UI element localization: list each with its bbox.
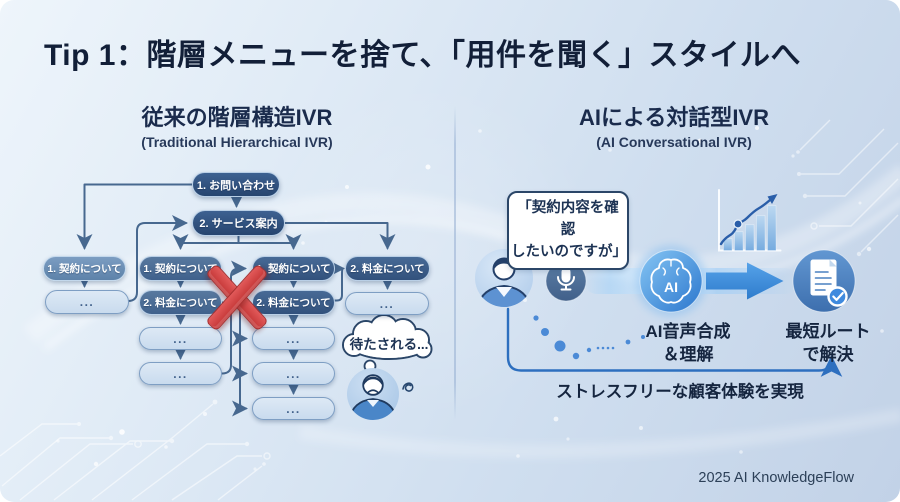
ai-badge: AI	[664, 279, 678, 295]
flow-node-more-3c: ...	[252, 397, 335, 420]
frustration-scribble-icon	[402, 382, 414, 392]
flow-node-inquiry: 1. お問い合わせ	[192, 172, 280, 197]
flow-node-fee-4: 2. 料金について	[345, 256, 430, 281]
doc-caption-line-2: で解決	[802, 344, 854, 364]
footer-credit: 2025 AI KnowledgeFlow	[698, 470, 854, 486]
microphone-icon	[545, 260, 587, 302]
frustrated-user-icon	[347, 368, 414, 420]
circuit-pattern-top-right	[796, 119, 899, 257]
left-panel-heading: 従来の階層構造IVR	[141, 105, 333, 130]
flow-node-more-3a: ...	[252, 327, 335, 350]
speech-line-2: したいのですが」	[511, 243, 627, 260]
growth-chart-icon	[718, 189, 782, 252]
ai-caption-line-1: AI音声合成	[645, 322, 731, 341]
circuit-pattern-bottom-left	[0, 399, 271, 501]
speech-line-1: 「契約内容を確認	[517, 200, 619, 238]
ai-caption-line-2: ＆理解	[662, 344, 714, 364]
thought-bubble-icon	[342, 314, 433, 379]
flow-node-more-2b: ...	[139, 362, 222, 385]
right-panel-header: AIによる対話型IVR (AI Conversational IVR)	[524, 100, 824, 150]
cross-x-icon	[199, 260, 275, 334]
left-panel-header: 従来の階層構造IVR (Traditional Hierarchical IVR…	[87, 100, 387, 150]
flow-node-more-2a: ...	[139, 327, 222, 350]
flow-node-contract-1: 1. 契約について	[43, 256, 126, 281]
panel-divider	[454, 106, 456, 420]
left-panel-subheading: (Traditional Hierarchical IVR)	[141, 134, 333, 150]
flow-caption: ストレスフリーな顧客体験を実現	[556, 383, 804, 401]
arrow-right-icon	[706, 262, 784, 300]
flow-node-fee-2: 2. 料金について	[139, 290, 222, 315]
thought-text: 待たされる...	[349, 337, 429, 352]
flow-node-more-1: ...	[45, 290, 129, 314]
ai-brain-icon: AI	[635, 245, 707, 317]
doc-caption: 最短ルート で解決	[758, 321, 898, 367]
ai-caption: AI音声合成 ＆理解	[618, 321, 758, 367]
dots-cluster	[533, 315, 645, 360]
glow-center	[260, 80, 600, 420]
flow-node-more-3b: ...	[252, 362, 335, 385]
speech-bubble: 「契約内容を確認 したいのですが」	[507, 191, 629, 271]
flow-node-contract-3: 1. 契約について	[252, 256, 335, 281]
doc-caption-line-1: 最短ルート	[785, 322, 871, 341]
flow-node-fee-3: 2. 料金について	[252, 290, 335, 315]
right-panel-heading: AIによる対話型IVR	[578, 105, 769, 130]
flow-node-service: 2. サービス案内	[192, 210, 285, 236]
document-check-icon	[792, 249, 856, 313]
flowchart-connectors	[76, 183, 396, 417]
right-panel-subheading: (AI Conversational IVR)	[596, 134, 752, 150]
flow-node-more-4: ...	[345, 292, 429, 315]
flow-arrow	[506, 307, 843, 377]
page-title: Tip 1：階層メニューを捨て、「用件を聞く」スタイルへ	[44, 39, 801, 72]
